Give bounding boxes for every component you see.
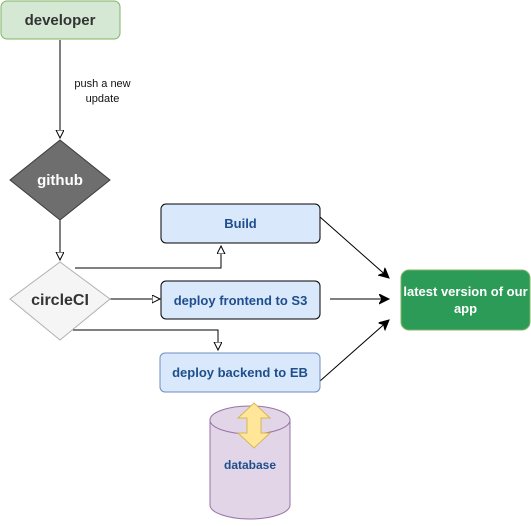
build-node [160,203,321,244]
deploy-backend-node [159,352,321,393]
edge-backend-app [319,320,389,382]
github-label: github [37,171,83,189]
latest-version-label: latest version of our app [403,284,528,316]
push-edge-label: push a new update [74,78,131,105]
edge-circleci-backend [73,329,218,350]
circleci-node [9,261,111,341]
developer-label: developer [24,11,96,29]
build-label: Build [224,216,257,231]
edge-build-app [319,216,389,278]
developer-node [0,0,121,40]
deploy-frontend-node [160,280,321,320]
deploy-backend-label: deploy backend to EB [172,365,308,380]
edge-circleci-build [75,246,221,269]
github-node [9,139,111,221]
database-link-arrow [236,402,272,449]
latest-version-node [400,269,531,331]
database-label: database [223,458,277,472]
circleci-label: circleCI [31,292,89,309]
deploy-frontend-label: deploy frontend to S3 [173,292,308,308]
